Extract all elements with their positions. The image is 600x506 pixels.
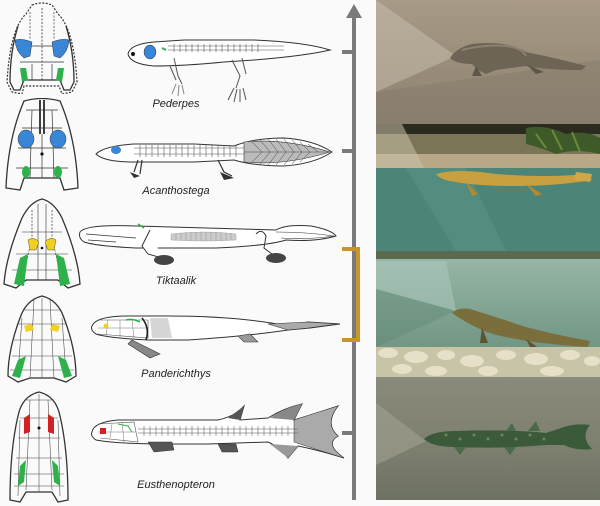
skull-eusthenopteron: [6, 390, 72, 504]
timeline-axis: [352, 16, 356, 500]
skeleton-acanthostega: [94, 132, 334, 182]
timeline-tick-pederpes: [342, 50, 354, 54]
skeleton-pederpes: [124, 36, 334, 106]
skull-pederpes: [2, 2, 82, 94]
label-panderichthys: Panderichthys: [141, 368, 211, 380]
label-pederpes: Pederpes: [152, 98, 200, 110]
panel-eusthenopteron-open-water: [376, 377, 600, 500]
skull-tiktaalik: [2, 196, 82, 292]
skull-acanthostega: [2, 98, 82, 194]
label-eusthenopteron: Eusthenopteron: [137, 479, 215, 491]
skeleton-tiktaalik: [76, 218, 338, 270]
timeline-tick-acanthostega: [342, 149, 354, 153]
panel-tiktaalik-riverbed: [376, 251, 600, 377]
skeleton-panderichthys: [88, 308, 344, 364]
timeline-arrow-icon: [346, 4, 362, 18]
timeline-bracket-gold: [356, 247, 360, 341]
label-tiktaalik: Tiktaalik: [155, 275, 197, 287]
panel-acanthostega-water-surface: [376, 124, 600, 251]
timeline-tick-panderichthys: [342, 338, 360, 342]
skeleton-eusthenopteron: [88, 402, 348, 472]
timeline-tick-eusthenopteron: [342, 431, 354, 435]
label-acanthostega: Acanthostega: [142, 185, 210, 197]
panel-pederpes-land: [376, 0, 600, 124]
timeline-tick-tiktaalik: [342, 247, 360, 251]
skull-panderichthys: [4, 294, 80, 384]
